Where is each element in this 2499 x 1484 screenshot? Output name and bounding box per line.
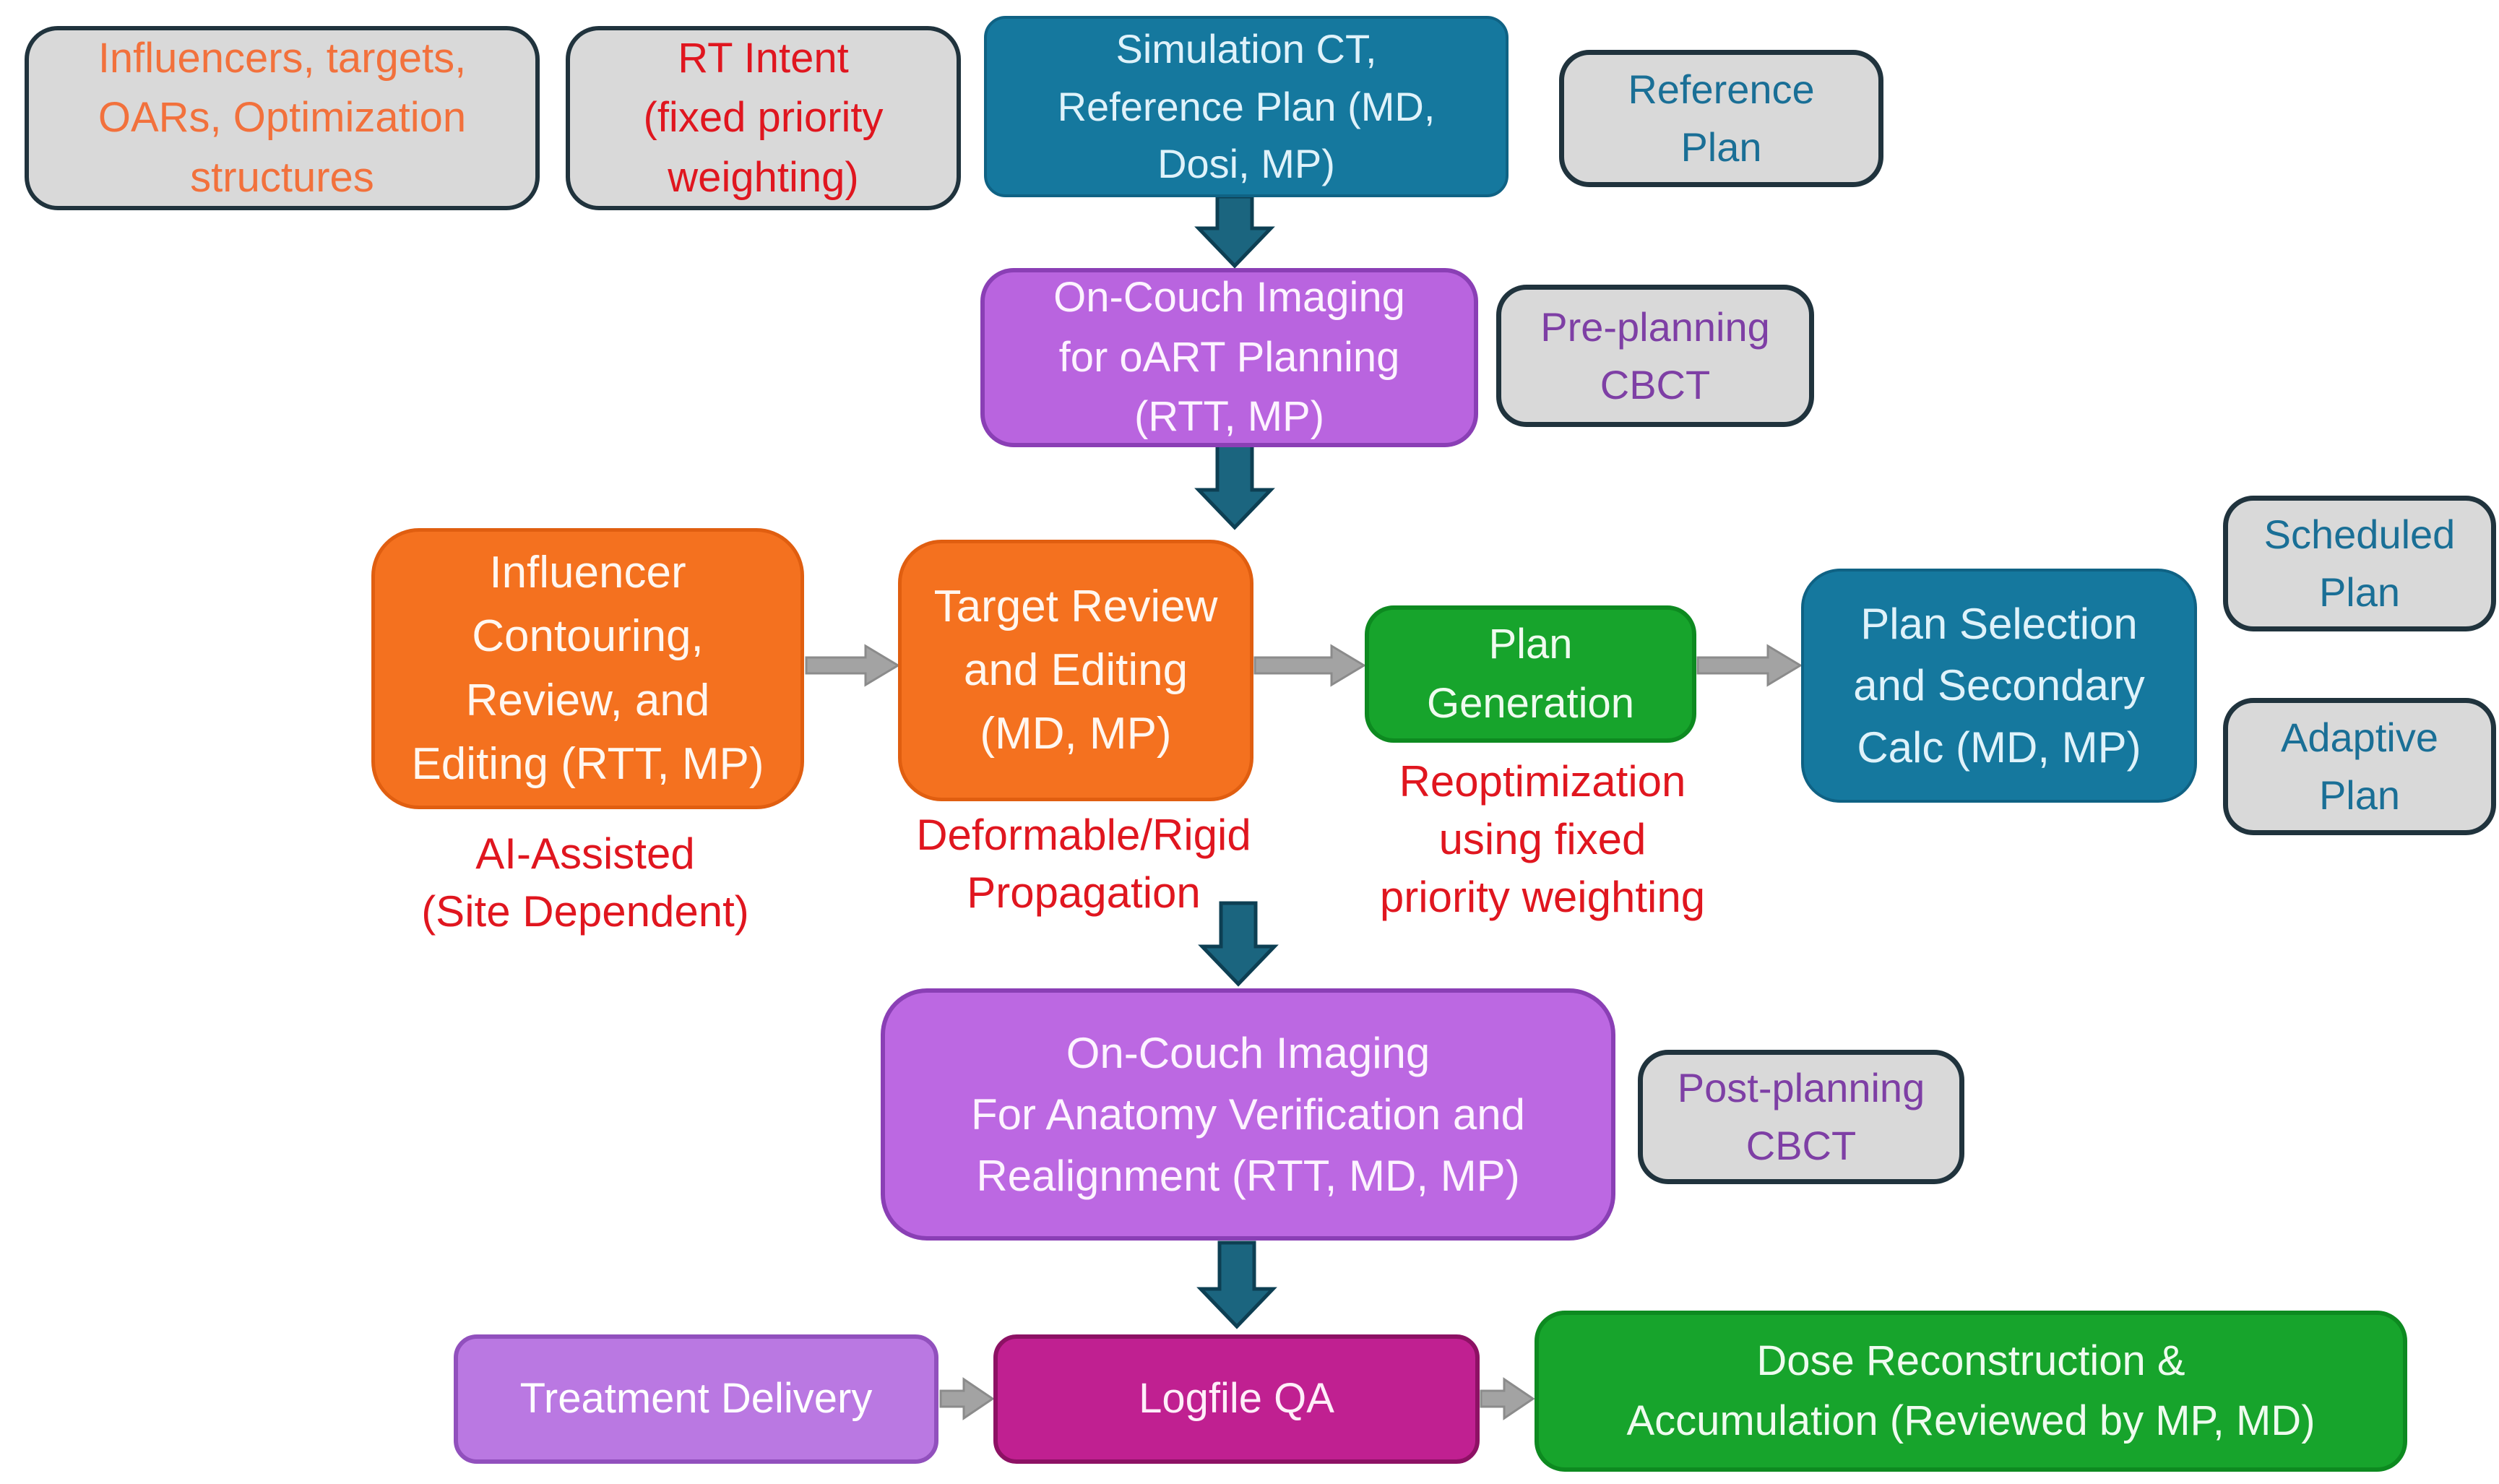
down-arrow-to-verification — [1198, 901, 1279, 987]
node-plan-selection-secondary-calc: Plan Selection and Secondary Calc (MD, M… — [1801, 569, 2197, 803]
node-reference-plan: Reference Plan — [1559, 50, 1883, 187]
right-arrow-delivery-to-logfile — [939, 1377, 995, 1420]
down-arrow-to-logfile — [1196, 1241, 1277, 1329]
node-treatment-delivery: Treatment Delivery — [454, 1334, 938, 1464]
node-preplanning-cbct: Pre-planning CBCT — [1496, 285, 1814, 427]
node-target-review-and-editing: Target Review and Editing (MD, MP) — [898, 540, 1253, 801]
down-arrow-oncouch-to-target — [1194, 443, 1275, 530]
node-plan-generation: Plan Generation — [1365, 605, 1696, 743]
node-adaptive-plan: Adaptive Plan — [2223, 698, 2496, 835]
node-logfile-qa: Logfile QA — [993, 1334, 1480, 1464]
node-oncouch-imaging-anatomy-verification: On-Couch Imaging For Anatomy Verificatio… — [881, 988, 1615, 1241]
node-postplanning-cbct: Post-planning CBCT — [1638, 1050, 1964, 1184]
annotation-deformable-rigid-propagation: Deformable/Rigid Propagation — [916, 811, 1251, 917]
annotation-ai-assisted: AI-Assisted (Site Dependent) — [421, 829, 749, 936]
right-arrow-generation-to-selection — [1696, 644, 1803, 687]
node-dose-reconstruction-accumulation: Dose Reconstruction & Accumulation (Revi… — [1535, 1311, 2407, 1472]
node-simulation-ct-reference-plan: Simulation CT, Reference Plan (MD, Dosi,… — [984, 16, 1509, 197]
node-scheduled-plan: Scheduled Plan — [2223, 496, 2496, 631]
node-oncouch-imaging-oart-planning: On-Couch Imaging for oART Planning (RTT,… — [980, 268, 1478, 447]
right-arrow-logfile-to-dose — [1480, 1377, 1535, 1420]
node-rt-intent: RT Intent (fixed priority weighting) — [566, 26, 961, 210]
right-arrow-target-to-generation — [1253, 644, 1366, 687]
node-influencers-targets-oars: Influencers, targets, OARs, Optimization… — [25, 26, 540, 210]
annotation-reoptimization-fixed-weighting: Reoptimization using fixed priority weig… — [1379, 757, 1706, 921]
down-arrow-sim-to-oncouch — [1194, 194, 1275, 269]
node-influencer-contouring-review-editing: Influencer Contouring, Review, and Editi… — [371, 528, 804, 809]
right-arrow-contouring-to-target — [805, 644, 900, 687]
